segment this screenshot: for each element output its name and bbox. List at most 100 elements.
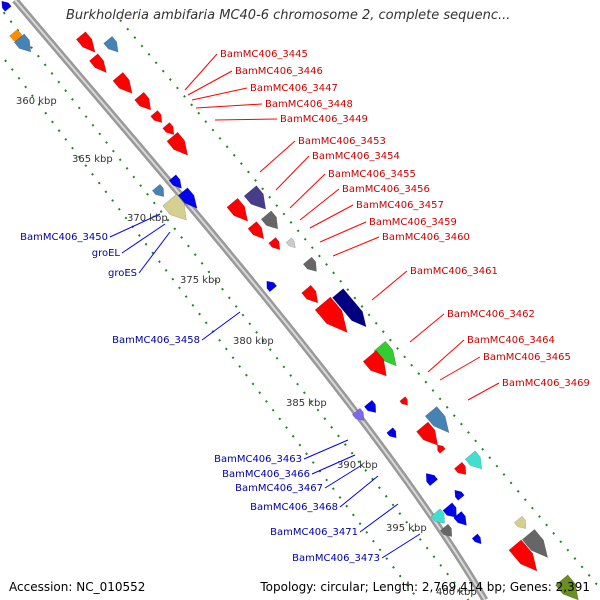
- gene-label-right: BamMC406_3447: [250, 83, 338, 94]
- scale-tick: 365 kbp: [72, 154, 113, 165]
- leader-line-left: [381, 533, 421, 559]
- gene-feature-2: [1, 0, 12, 12]
- leader-line-left: [324, 464, 363, 489]
- leader-line-right: [371, 270, 408, 301]
- gene-feature-38: [454, 489, 465, 501]
- scale-tick: 370 kbp: [127, 213, 168, 224]
- gene-feature-43: [471, 533, 482, 545]
- gene-feature-18: [260, 210, 279, 230]
- leader-line-right: [289, 173, 326, 209]
- gene-label-left: BamMC406_3467: [235, 483, 323, 494]
- gene-feature-13: [177, 187, 198, 209]
- accession-label: Accession: NC_010552: [9, 580, 146, 594]
- scale-tick: 385 kbp: [286, 398, 327, 409]
- leader-line-right: [184, 53, 218, 91]
- leader-line-right: [409, 313, 445, 343]
- gene-label-left: BamMC406_3463: [214, 454, 302, 465]
- gene-label-right: BamMC406_3459: [369, 217, 457, 228]
- gene-label-right: BamMC406_3462: [447, 309, 535, 320]
- gene-label-left: groES: [108, 268, 137, 279]
- gene-feature-17: [247, 221, 265, 240]
- gene-feature-3: [75, 31, 96, 53]
- map-title: Burkholderia ambifaria MC40-6 chromosome…: [66, 8, 511, 23]
- gene-feature-25: [332, 288, 367, 328]
- gene-label-right: BamMC406_3448: [265, 99, 353, 110]
- gene-feature-28: [351, 407, 365, 421]
- leader-line-right: [259, 140, 296, 173]
- gene-feature-12: [168, 174, 182, 189]
- gene-label-right: BamMC406_3446: [235, 66, 323, 77]
- gene-feature-31: [399, 396, 408, 406]
- gene-feature-29: [363, 399, 377, 413]
- gene-label-right: BamMC406_3445: [220, 49, 308, 60]
- leader-line-right: [214, 118, 278, 121]
- gene-feature-14: [162, 193, 187, 221]
- gene-feature-44: [513, 515, 527, 529]
- leader-line-right: [191, 87, 248, 101]
- gene-label-right: BamMC406_3461: [410, 266, 498, 277]
- gene-feature-5: [89, 53, 107, 74]
- leader-line-left: [201, 311, 241, 341]
- leader-line-right: [195, 103, 263, 109]
- leader-line-right: [319, 221, 367, 243]
- leader-line-right: [427, 339, 465, 373]
- leader-line-left: [109, 213, 161, 238]
- gene-label-right: BamMC406_3469: [502, 378, 590, 389]
- leader-line-left: [359, 503, 399, 533]
- gene-feature-39: [442, 502, 457, 518]
- gene-feature-40: [453, 511, 467, 526]
- leader-line-left: [311, 454, 356, 475]
- gene-label-left: BamMC406_3468: [250, 502, 338, 513]
- gene-feature-23: [301, 284, 319, 304]
- gene-feature-42: [439, 523, 453, 537]
- gene-feature-9: [162, 122, 175, 135]
- gene-feature-36: [453, 461, 467, 475]
- leader-line-right: [439, 356, 481, 381]
- gene-feature-37: [425, 473, 439, 487]
- gene-feature-8: [150, 110, 163, 123]
- gene-feature-22: [266, 280, 278, 293]
- gene-feature-20: [285, 237, 296, 249]
- gene-feature-26: [373, 340, 397, 367]
- gene-label-right: BamMC406_3460: [382, 232, 470, 243]
- scale-tick: 400 kbp: [436, 587, 477, 598]
- scale-tick: 380 kbp: [233, 336, 274, 347]
- leader-line-right: [275, 155, 310, 191]
- scale-tick: 360 kbp: [16, 96, 57, 107]
- gene-feature-46: [508, 539, 538, 572]
- gene-feature-33: [416, 421, 439, 446]
- gene-feature-4: [103, 35, 119, 53]
- gene-feature-27: [362, 350, 387, 377]
- gene-label-left: BamMC406_3466: [222, 469, 310, 480]
- scale-tick: 375 kbp: [180, 275, 221, 286]
- gene-label-right: BamMC406_3465: [483, 352, 571, 363]
- leader-line-right: [332, 236, 380, 257]
- gene-label-right: BamMC406_3454: [312, 151, 400, 162]
- leader-line-left: [138, 231, 171, 274]
- gene-feature-32: [424, 406, 450, 434]
- gene-label-left: BamMC406_3458: [112, 335, 200, 346]
- gene-label-right: BamMC406_3464: [467, 335, 555, 346]
- leader-line-left: [339, 475, 379, 508]
- gene-feature-21: [302, 256, 317, 272]
- gene-label-right: BamMC406_3456: [342, 184, 430, 195]
- gene-label-left: groEL: [92, 248, 121, 259]
- gene-label-left: BamMC406_3473: [292, 553, 380, 564]
- gene-label-right: BamMC406_3453: [298, 136, 386, 147]
- gene-label-right: BamMC406_3449: [280, 114, 368, 125]
- leader-line-right: [299, 188, 340, 221]
- gene-feature-11: [151, 183, 165, 197]
- leader-line-right: [467, 382, 500, 401]
- gene-feature-1: [13, 33, 32, 53]
- gene-label-right: BamMC406_3455: [328, 169, 416, 180]
- gene-label-left: BamMC406_3450: [20, 232, 108, 243]
- gene-feature-47: [555, 574, 579, 600]
- scale-tick: 395 kbp: [386, 523, 427, 534]
- gene-feature-16: [243, 185, 267, 210]
- leader-line-right: [309, 204, 354, 229]
- gene-feature-15: [226, 197, 249, 222]
- gene-feature-45: [521, 529, 549, 558]
- gene-feature-19: [268, 237, 281, 250]
